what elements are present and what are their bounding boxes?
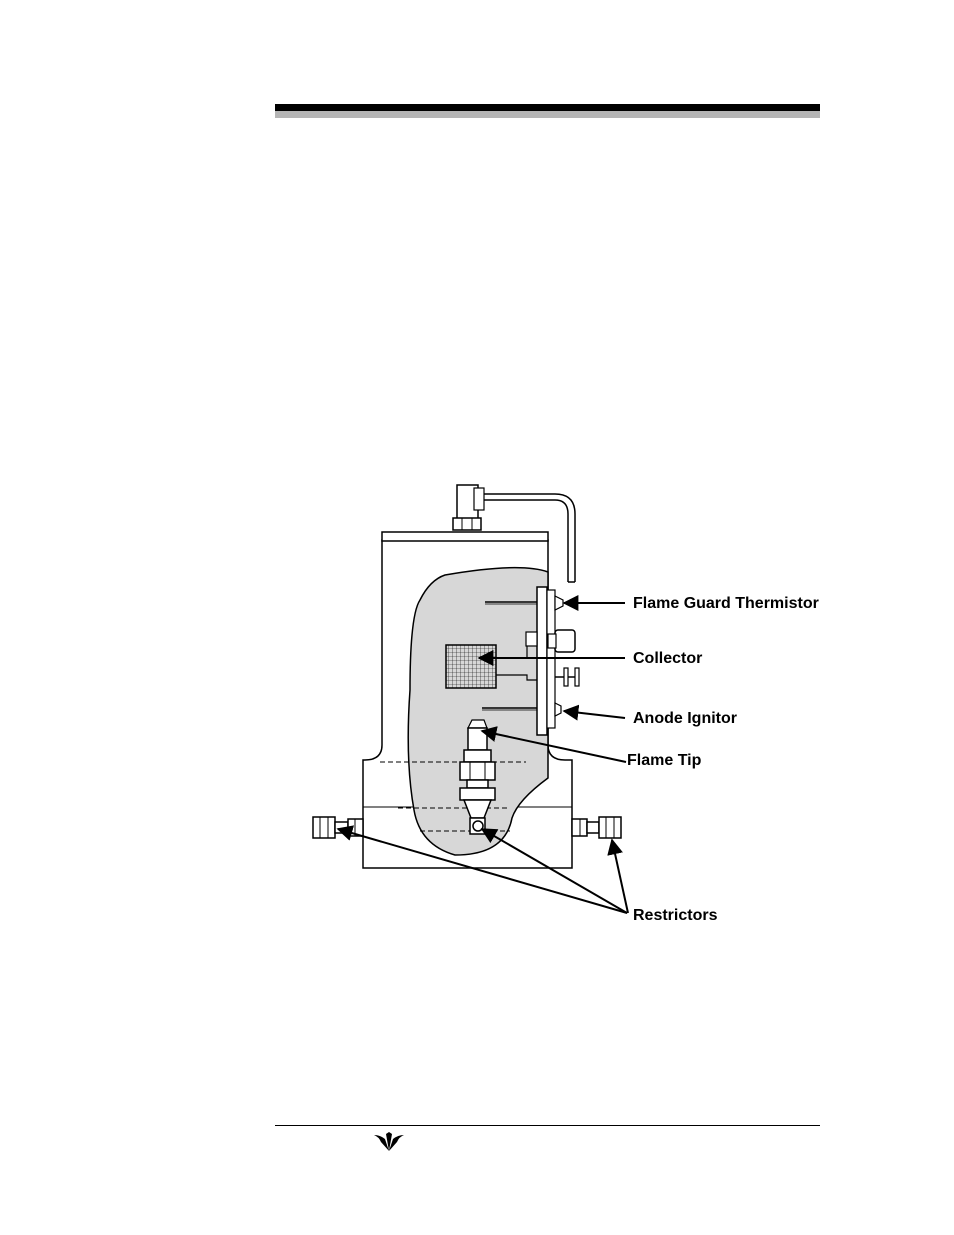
footer-rule	[275, 1125, 820, 1126]
label-flame-guard-thermistor: Flame Guard Thermistor	[633, 594, 819, 614]
teledyne-logo-icon	[372, 1131, 406, 1153]
anode-arrow	[564, 711, 625, 718]
side-flange	[537, 587, 555, 735]
label-flame-tip: Flame Tip	[627, 751, 701, 771]
label-collector: Collector	[633, 649, 702, 669]
label-restrictors: Restrictors	[633, 906, 717, 926]
label-anode-ignitor: Anode Ignitor	[633, 709, 737, 729]
restrictor-arrow-right	[612, 840, 628, 913]
right-restrictor-fitting	[572, 817, 621, 838]
top-fitting	[453, 485, 484, 530]
